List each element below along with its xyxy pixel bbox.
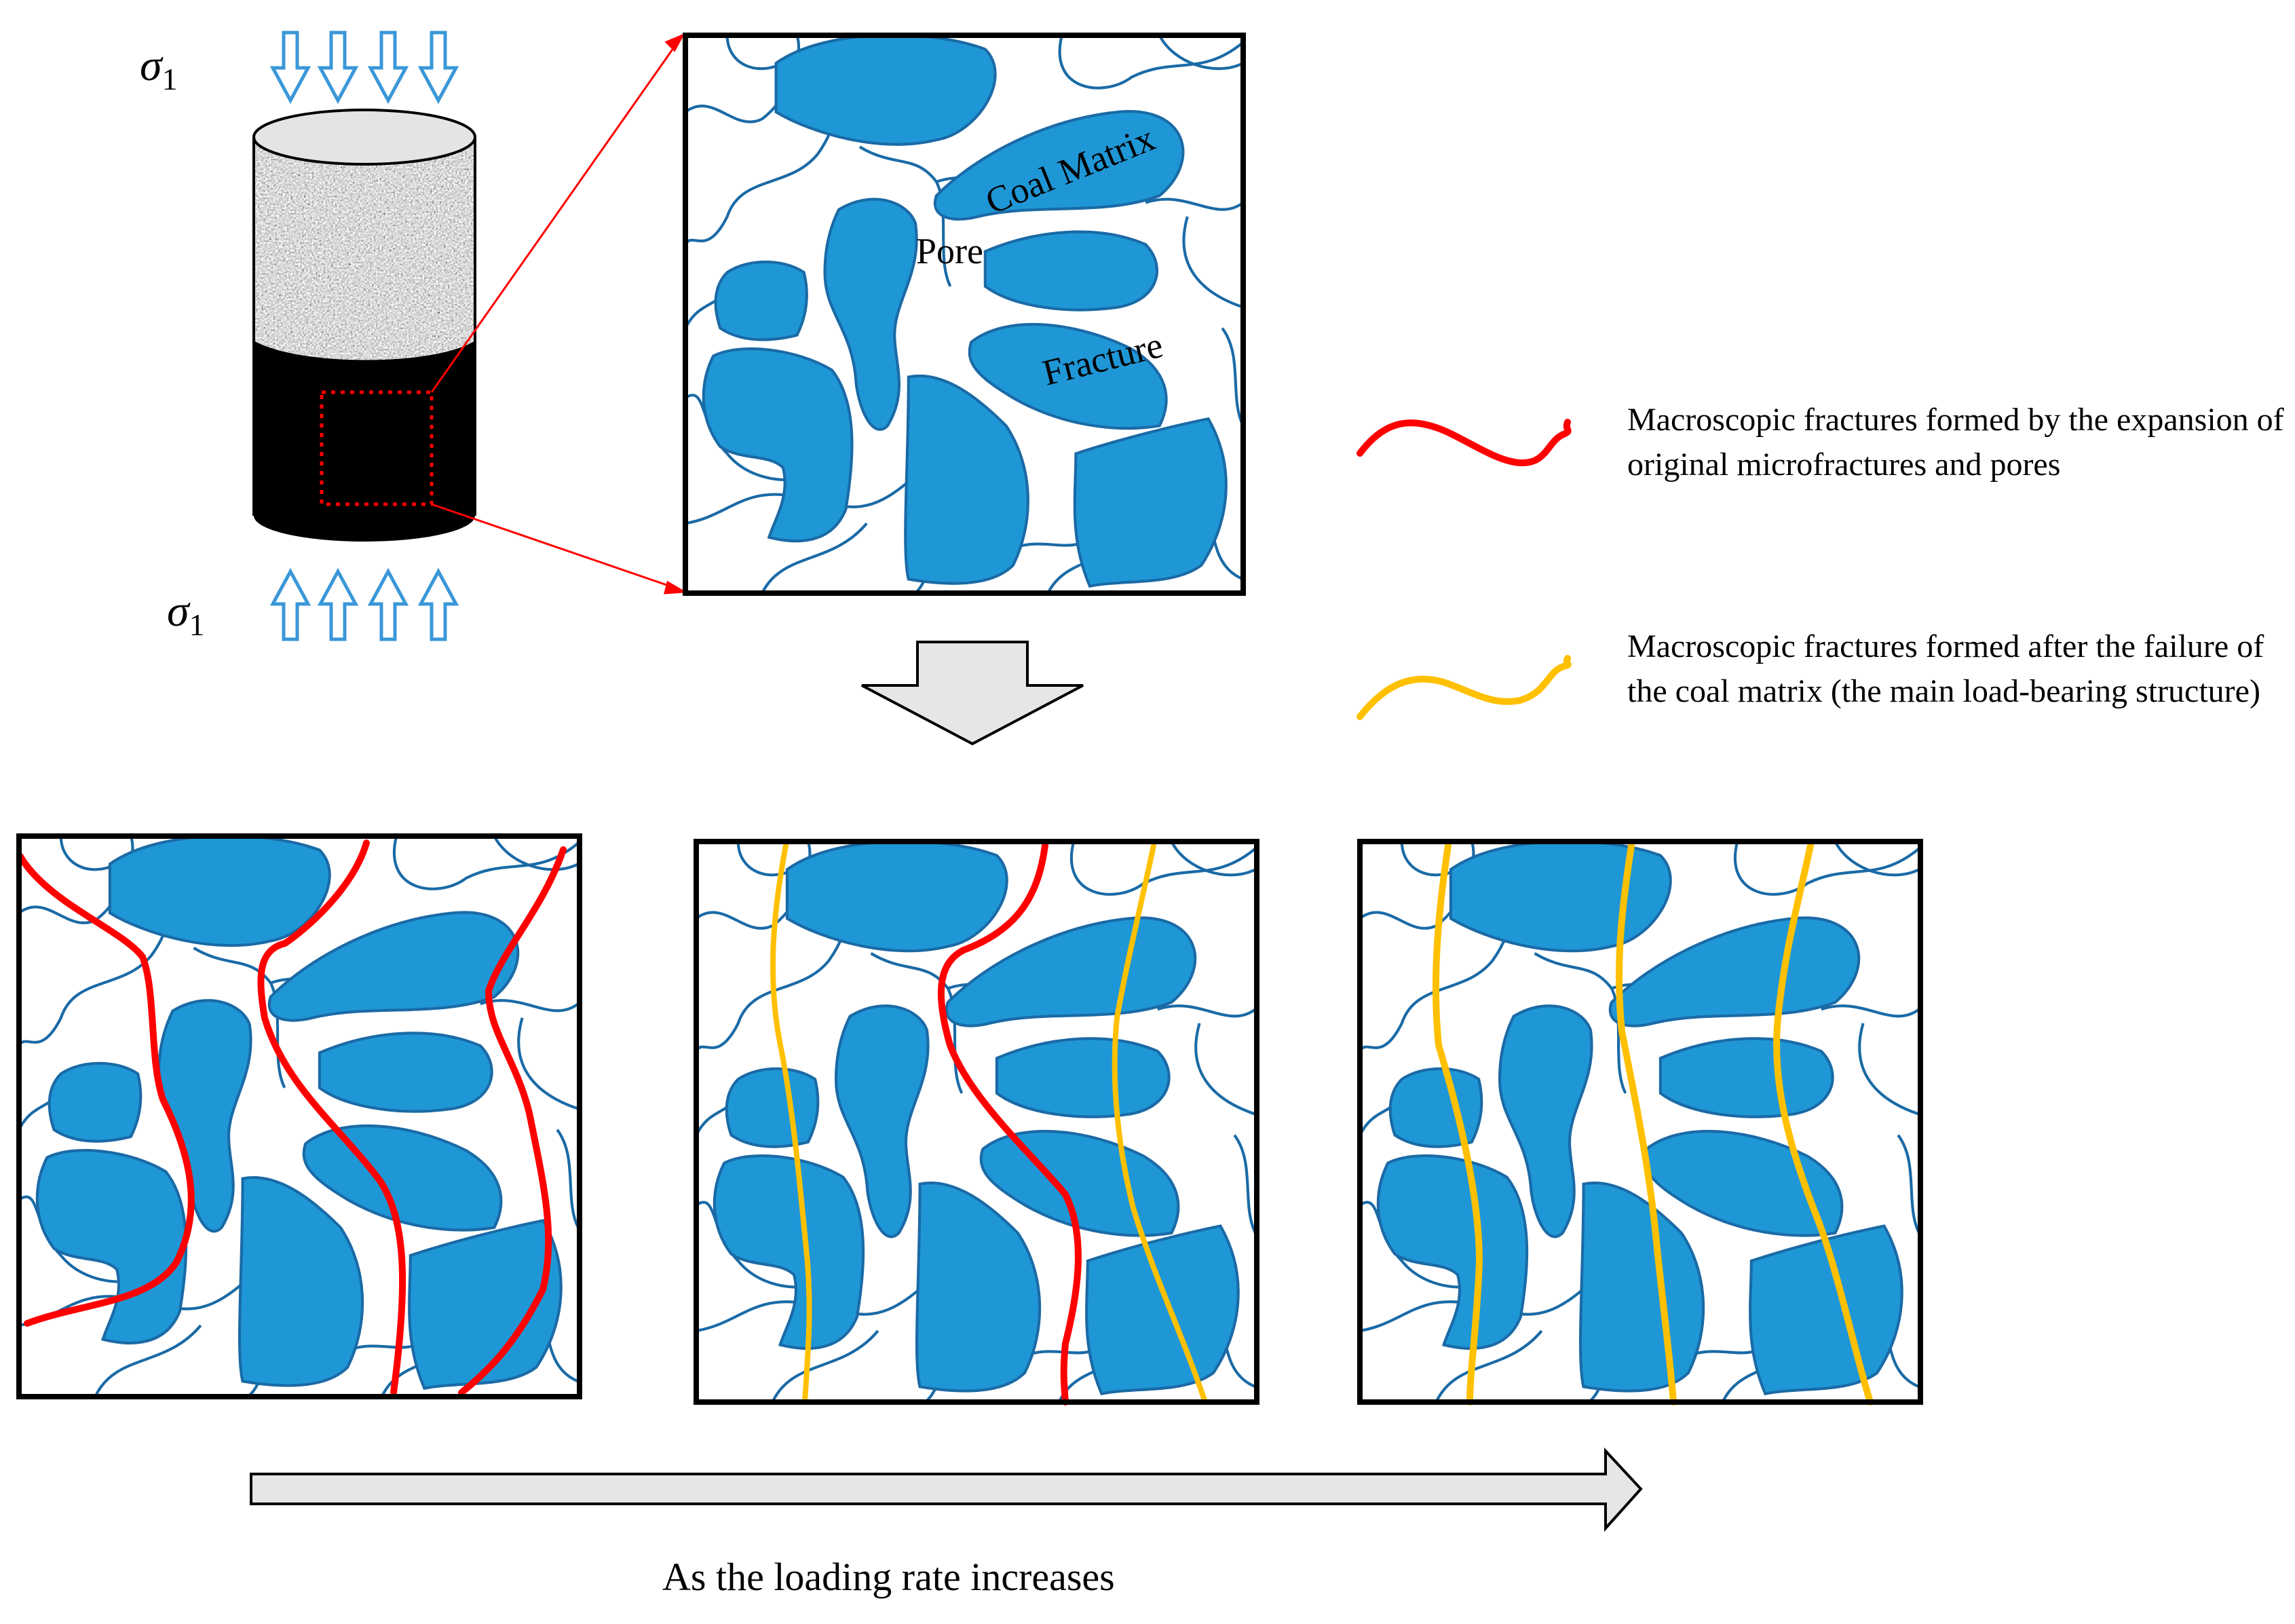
specimen-top-face xyxy=(252,109,476,166)
stress-arrow-icon xyxy=(320,571,356,639)
legend-red-line xyxy=(1357,419,1572,467)
zoom-connectors xyxy=(430,33,687,594)
yellow-fracture-set xyxy=(770,843,1208,1405)
loading-arrows-bottom xyxy=(273,571,456,639)
progression-caption: As the loading rate increases xyxy=(662,1555,1115,1599)
stress-arrow-icon xyxy=(371,571,406,639)
stage-panel-2 xyxy=(694,839,1259,1405)
label-pore: Pore xyxy=(916,231,983,271)
red-fracture xyxy=(937,842,1082,1405)
legend-red-text: Macroscopic fractures formed by the expa… xyxy=(1627,402,2284,483)
down-arrow-icon xyxy=(861,641,1084,746)
coal-specimen xyxy=(252,109,476,542)
stress-arrow-icon xyxy=(273,33,308,100)
red-fracture-set xyxy=(17,839,567,1396)
yellow-fracture-set xyxy=(1432,842,1874,1405)
sample-window xyxy=(320,390,434,506)
stress-arrow-icon xyxy=(421,33,456,100)
progression-arrow-icon xyxy=(250,1447,1643,1532)
stress-arrow-icon xyxy=(371,33,406,100)
legend-yellow-text: Macroscopic fractures formed after the f… xyxy=(1627,628,2264,709)
legend-yellow-line xyxy=(1357,655,1572,720)
sigma-top-label: σ1 xyxy=(140,41,178,96)
loading-arrows-top xyxy=(273,33,456,100)
stage-panel-1 xyxy=(16,833,582,1399)
stress-arrow-icon xyxy=(320,33,356,100)
sigma-bottom-label: σ1 xyxy=(167,586,205,642)
stage-panel-3 xyxy=(1357,839,1923,1405)
stress-arrow-icon xyxy=(421,571,456,639)
stress-arrow-icon xyxy=(273,571,308,639)
detail-panel: Coal Matrix Pore Fracture xyxy=(683,33,1246,596)
